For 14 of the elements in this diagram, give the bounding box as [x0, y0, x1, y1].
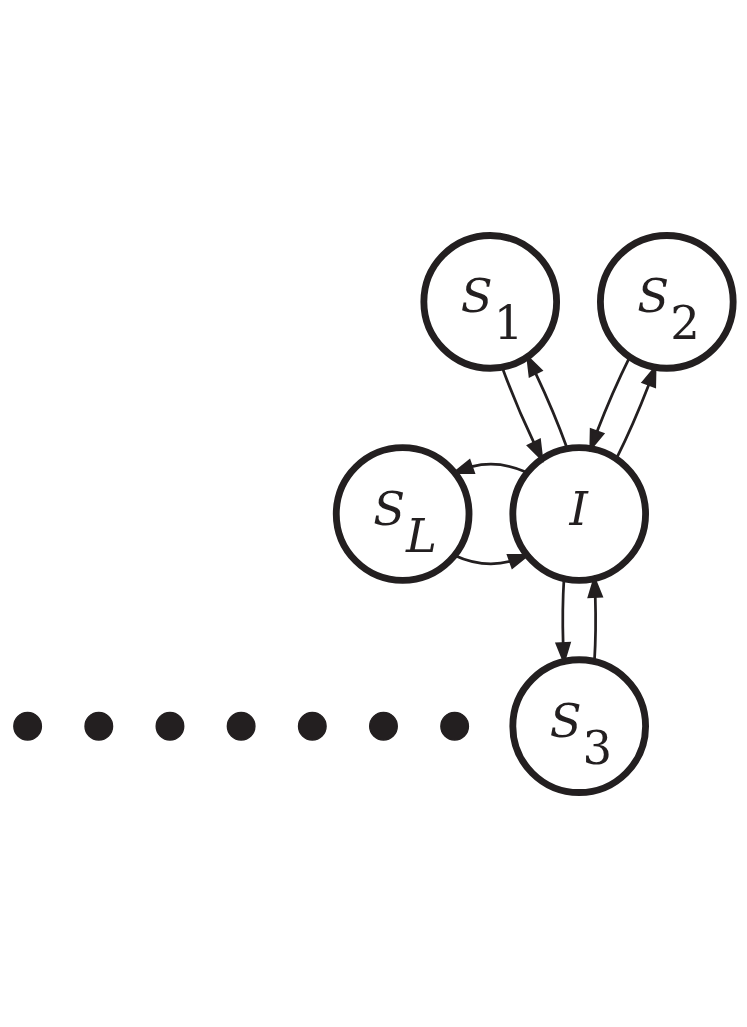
node-dot [226, 711, 256, 741]
arrow [587, 574, 604, 661]
node-dot [84, 711, 114, 741]
node-dot [440, 711, 470, 741]
node-dot [155, 711, 185, 741]
arrow [450, 458, 528, 474]
arrow [554, 578, 572, 665]
arrow [454, 553, 532, 569]
node-circle: I [509, 443, 649, 584]
arrow [589, 356, 631, 452]
node-dot [297, 711, 327, 741]
node-dot [13, 711, 43, 741]
arrow [525, 352, 569, 449]
node-dot [369, 711, 398, 741]
